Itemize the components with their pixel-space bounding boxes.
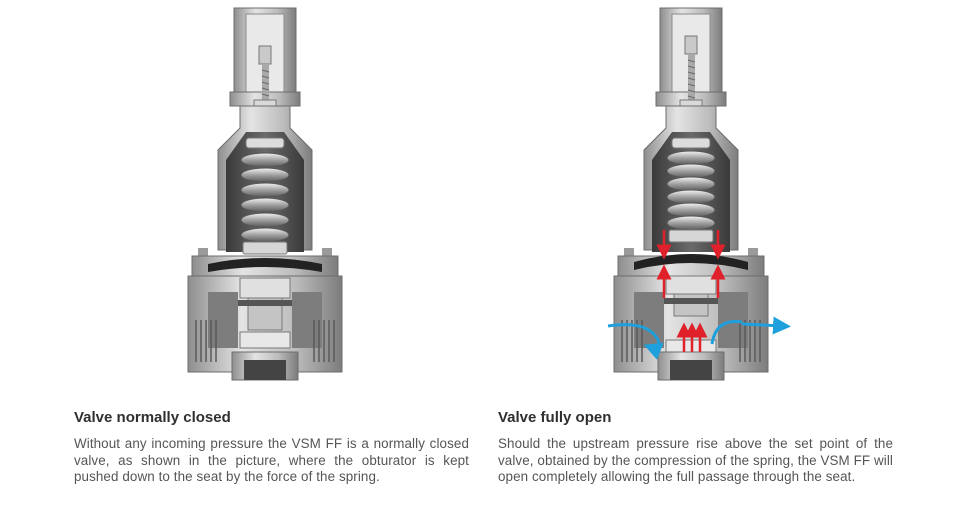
valve-closed-illustration (187, 7, 343, 381)
adjusting-screw (679, 35, 703, 150)
panel-description: Without any incoming pressure the VSM FF… (74, 436, 469, 484)
spring (666, 137, 716, 243)
panel-description: Should the upstream pressure rise above … (498, 436, 894, 484)
valve-body (187, 248, 343, 381)
flow-arrows (607, 316, 791, 360)
spring (240, 137, 290, 255)
caption-open: Valve fully open Should the upstream pre… (498, 409, 893, 486)
pressure-arrows (656, 230, 726, 352)
threaded-ports (195, 320, 335, 362)
panel-title: Valve fully open (498, 409, 612, 426)
threaded-ports (621, 320, 761, 362)
panel-title: Valve normally closed (74, 409, 231, 426)
valve-open-illustration (607, 7, 791, 381)
caption-closed: Valve normally closed Without any incomi… (74, 409, 469, 486)
